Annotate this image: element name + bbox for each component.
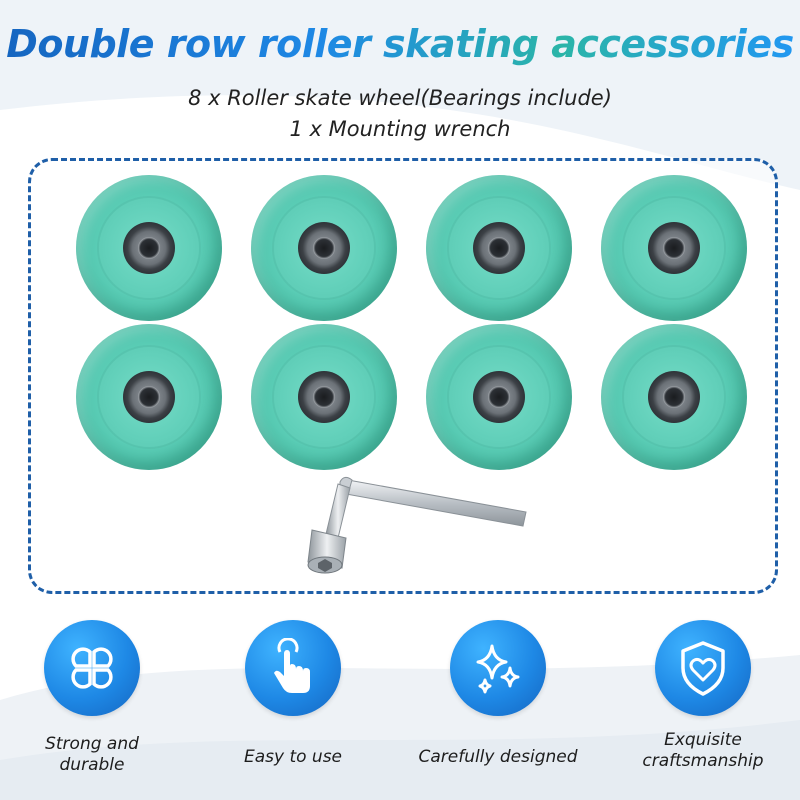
roller-skate-wheel	[426, 324, 572, 470]
feature-exquisite-craftsmanship: Exquisite craftsmanship	[623, 620, 783, 772]
roller-skate-wheel	[251, 324, 397, 470]
feature-badge	[245, 620, 341, 716]
mounting-wrench	[307, 476, 527, 574]
roller-skate-wheel	[76, 324, 222, 470]
feature-strong-durable: Strong and durable	[12, 620, 172, 776]
feature-badge	[450, 620, 546, 716]
sparkles-icon	[476, 644, 520, 694]
shield-heart-icon	[681, 641, 725, 696]
roller-skate-wheel	[76, 175, 222, 321]
page-title: Double row roller skating accessories	[0, 22, 800, 66]
feature-carefully-designed: Carefully designed	[418, 620, 578, 768]
feature-badge	[655, 620, 751, 716]
roller-skate-wheel	[601, 324, 747, 470]
feature-label: Strong and durable	[45, 734, 139, 775]
hand-tap-icon	[274, 638, 310, 693]
roller-skate-wheel	[251, 175, 397, 321]
feature-label: Exquisite craftsmanship	[642, 730, 764, 771]
roller-skate-wheel	[426, 175, 572, 321]
feature-label: Carefully designed	[418, 747, 578, 767]
contents-line-wrench: 1 x Mounting wrench	[289, 117, 511, 141]
feature-badge	[44, 620, 140, 716]
feature-label: Easy to use	[243, 747, 343, 767]
roller-skate-wheel	[601, 175, 747, 321]
feature-easy-to-use: Easy to use	[213, 620, 373, 768]
contents-line-wheels: 8 x Roller skate wheel(Bearings include)	[188, 86, 612, 110]
clover-icon	[71, 647, 113, 689]
